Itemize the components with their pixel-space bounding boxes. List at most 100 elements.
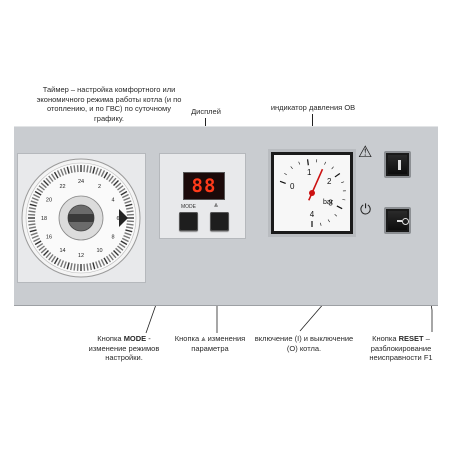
timer-pin[interactable]	[69, 165, 73, 174]
timer-pin[interactable]	[33, 193, 41, 199]
timer-pin[interactable]	[124, 232, 132, 236]
timer-pin[interactable]	[30, 232, 38, 236]
timer-pin[interactable]	[115, 182, 122, 189]
timer-pin[interactable]	[66, 262, 70, 270]
reset-callout-name: RESET	[398, 334, 424, 343]
timer-pin[interactable]	[36, 187, 44, 194]
timer-pin[interactable]	[95, 167, 99, 175]
gauge-tick	[279, 180, 286, 184]
timer-pin[interactable]	[53, 171, 59, 179]
timer-pin[interactable]	[125, 203, 133, 207]
timer-pin[interactable]	[31, 234, 39, 239]
timer-pins-ring[interactable]	[28, 165, 134, 271]
mode-button[interactable]	[179, 212, 198, 231]
timer-pin[interactable]	[125, 229, 133, 233]
gauge-tick	[290, 166, 293, 170]
timer-pin[interactable]	[43, 180, 49, 186]
timer-pin[interactable]	[30, 200, 38, 204]
timer-pin[interactable]	[95, 261, 99, 269]
timer-pin[interactable]	[50, 255, 57, 263]
timer-pin[interactable]	[33, 237, 41, 243]
timer-hour-label: 18	[41, 216, 47, 222]
timer-pin[interactable]	[110, 177, 117, 184]
timer-pin[interactable]	[73, 263, 76, 271]
timer-pin[interactable]	[117, 185, 124, 191]
timer-pin[interactable]	[100, 170, 106, 178]
timer-knob-bar	[68, 214, 94, 222]
timer-pin[interactable]	[115, 247, 122, 254]
switch-callout: включение (I) и выключение (O) котла.	[254, 334, 354, 353]
timer-pin[interactable]	[63, 167, 67, 175]
timer-pin[interactable]	[120, 240, 128, 246]
timer-pin[interactable]	[28, 226, 37, 230]
timer-pin[interactable]	[31, 197, 39, 202]
timer-pin[interactable]	[36, 242, 44, 249]
timer-pin[interactable]	[69, 262, 73, 271]
timer-pin[interactable]	[118, 242, 126, 249]
timer-pin[interactable]	[125, 206, 134, 210]
timer-pin[interactable]	[120, 190, 128, 196]
timer-pin[interactable]	[118, 187, 126, 194]
timer-pin[interactable]	[108, 175, 114, 182]
timer-pin[interactable]	[89, 165, 93, 174]
timer-pin[interactable]	[45, 252, 52, 259]
timer-pin[interactable]	[126, 210, 134, 213]
timer-pin[interactable]	[97, 168, 102, 176]
timer-pin[interactable]	[103, 171, 109, 179]
timer-pin[interactable]	[66, 166, 70, 174]
timer-pin[interactable]	[100, 258, 106, 266]
timer-pin[interactable]	[28, 206, 37, 210]
timer-pin[interactable]	[110, 252, 117, 259]
param-button[interactable]	[210, 212, 229, 231]
timer-hour-label: 10	[96, 248, 102, 254]
timer-pin[interactable]	[113, 180, 119, 186]
timer-pin[interactable]	[113, 250, 119, 256]
timer-pin[interactable]	[38, 185, 45, 191]
timer-pin[interactable]	[121, 193, 129, 199]
timer-pin[interactable]	[92, 166, 96, 174]
timer-pin[interactable]	[108, 254, 114, 261]
timer-pin[interactable]	[63, 261, 67, 269]
timer-pin[interactable]	[40, 182, 47, 189]
timer-pin[interactable]	[126, 223, 134, 226]
timer-pin[interactable]	[105, 173, 112, 181]
timer-pin[interactable]	[103, 257, 109, 265]
timer-pin[interactable]	[43, 250, 49, 256]
timer-pin[interactable]	[48, 175, 54, 182]
timer-pin[interactable]	[38, 245, 45, 251]
timer-pin[interactable]	[123, 197, 131, 202]
timer-pin[interactable]	[60, 260, 65, 268]
timer-pin[interactable]	[29, 203, 37, 207]
reset-button[interactable]	[384, 151, 411, 178]
timer-pin[interactable]	[73, 165, 76, 173]
gauge-tick	[334, 213, 338, 217]
timer-pin[interactable]	[50, 173, 57, 181]
timer-pin[interactable]	[28, 210, 36, 213]
timer-pin[interactable]	[40, 247, 47, 254]
timer-pin[interactable]	[117, 245, 124, 251]
timer-pin[interactable]	[34, 190, 42, 196]
timer-pin[interactable]	[56, 258, 62, 266]
timer-pin[interactable]	[56, 170, 62, 178]
power-switch[interactable]	[384, 207, 411, 234]
timer-pin[interactable]	[123, 234, 131, 239]
timer-pin[interactable]	[28, 223, 36, 226]
timer-pin[interactable]	[105, 255, 112, 263]
timer-callout: Таймер – настройка комфортного или эконо…	[36, 85, 182, 123]
timer-pin[interactable]	[121, 237, 129, 243]
timer-pin[interactable]	[89, 262, 93, 271]
timer-pin[interactable]	[86, 263, 89, 271]
timer-pin[interactable]	[125, 226, 134, 230]
reset-callout: Кнопка RESET – разблокирование неисправн…	[360, 334, 442, 363]
timer-pin[interactable]	[34, 240, 42, 246]
timer-pin[interactable]	[60, 168, 65, 176]
timer-pin[interactable]	[124, 200, 132, 204]
timer-pin[interactable]	[97, 260, 102, 268]
timer-pin[interactable]	[53, 257, 59, 265]
timer-pin[interactable]	[45, 177, 52, 184]
timer-pin[interactable]	[92, 262, 96, 270]
timer-pin[interactable]	[48, 254, 54, 261]
timer-pin[interactable]	[29, 229, 37, 233]
timer-pin[interactable]	[86, 165, 89, 173]
